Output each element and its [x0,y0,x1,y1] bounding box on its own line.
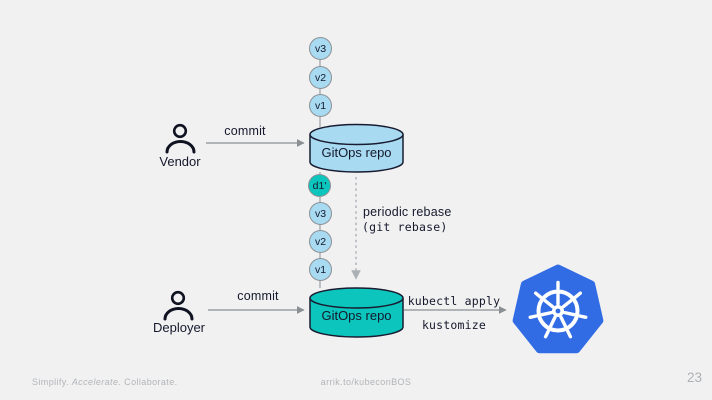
vendor-label: Vendor [159,154,201,169]
slide-page-number: 23 [686,370,702,385]
kubernetes-wheel [528,280,588,339]
upstream-repo-label: GitOps repo [321,145,392,160]
footer-tagline-accelerate: Accelerate. [71,377,122,387]
upstream-repo-cylinder [309,123,404,173]
kubernetes-logo-icon [512,264,604,354]
git-rebase-label: (git rebase) [362,220,448,234]
upstream-commit-v2: v2 [309,66,332,89]
deployer-label: Deployer [152,320,206,335]
vendor-commit-label: commit [224,124,266,138]
kubernetes-hub-dot [555,308,561,314]
local-repo-label: GitOps repo [321,308,392,323]
footer-tagline-collaborate: Collaborate. [121,377,178,387]
rebase-commit-v2: v2 [309,230,332,253]
deployer-commit-label: commit [237,289,279,303]
rebase-commit-d1: d1' [308,174,331,197]
periodic-rebase-label: periodic rebase [363,205,452,219]
upstream-commit-v3: v3 [309,37,332,60]
local-repo-cylinder [309,287,404,338]
rebase-commit-v1: v1 [309,258,332,281]
footer-link: arrik.to/kubeconBOS [320,377,412,387]
kubectl-apply-label: kubectl apply [407,294,501,308]
upstream-commit-v1: v1 [309,94,332,117]
deployer-icon [163,290,194,321]
footer-tagline-simplify: Simplify. [32,377,72,387]
kustomize-label: kustomize [421,318,487,332]
vendor-icon [165,123,196,154]
footer-tagline: Simplify. Accelerate. Collaborate. [32,377,178,387]
rebase-commit-v3: v3 [309,202,332,225]
